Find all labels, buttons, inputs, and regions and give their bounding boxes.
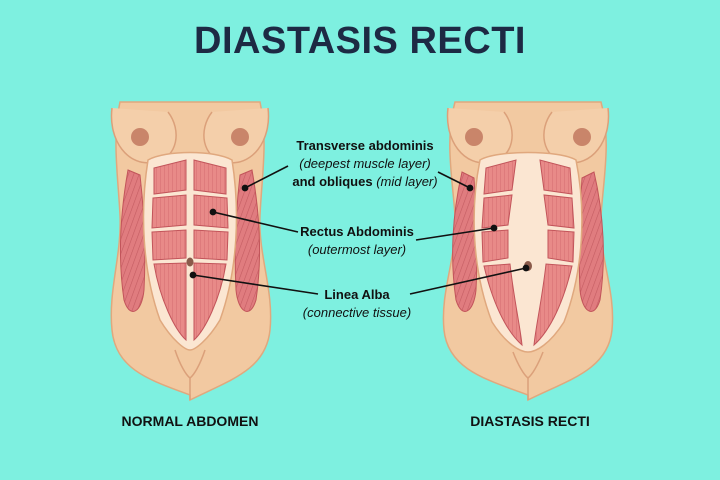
label-transverse-and: and obliques bbox=[292, 174, 373, 189]
label-transverse-desc: (deepest muscle layer) bbox=[299, 156, 431, 171]
leader-rectus-left bbox=[212, 211, 299, 233]
diastasis-rectus-left bbox=[481, 159, 523, 347]
normal-navel bbox=[186, 257, 194, 267]
label-transverse-mid: (mid layer) bbox=[376, 174, 438, 189]
diastasis-rectus-right bbox=[533, 159, 575, 347]
caption-diastasis: DIASTASIS RECTI bbox=[470, 413, 590, 429]
label-linea: Linea Alba (connective tissue) bbox=[270, 286, 444, 322]
leader-transverse-right bbox=[437, 171, 471, 189]
normal-torso bbox=[110, 101, 272, 402]
normal-rectus-right bbox=[193, 159, 229, 342]
leader-transverse-left bbox=[244, 165, 289, 189]
label-linea-name: Linea Alba bbox=[324, 287, 390, 302]
leader-linea-left bbox=[192, 274, 319, 295]
label-transverse: Transverse abdominis (deepest muscle lay… bbox=[270, 137, 460, 191]
label-rectus-desc: (outermost layer) bbox=[307, 242, 407, 257]
leader-linea-right bbox=[409, 267, 527, 295]
page-title: DIASTASIS RECTI bbox=[194, 20, 526, 62]
diastasis-torso bbox=[442, 101, 614, 402]
label-rectus-name: Rectus Abdominis bbox=[300, 224, 414, 239]
leader-lines bbox=[189, 165, 530, 295]
leader-rectus-right bbox=[415, 227, 495, 241]
caption-normal: NORMAL ABDOMEN bbox=[121, 413, 259, 429]
label-linea-desc: (connective tissue) bbox=[302, 305, 412, 320]
normal-rectus-left bbox=[151, 159, 187, 342]
label-rectus: Rectus Abdominis (outermost layer) bbox=[270, 223, 444, 259]
label-transverse-name: Transverse abdominis bbox=[296, 138, 434, 153]
